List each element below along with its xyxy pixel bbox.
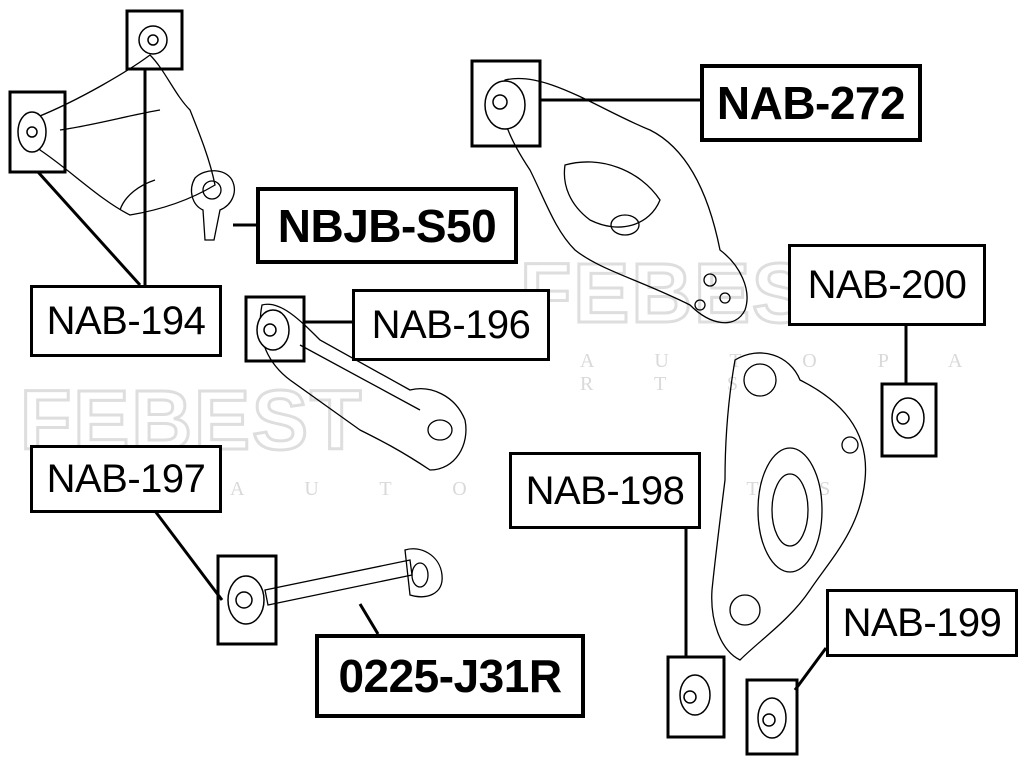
- ball-joint: [190, 170, 235, 241]
- label-nab-198[interactable]: NAB-198: [509, 452, 701, 529]
- label-nab-272[interactable]: NAB-272: [700, 64, 922, 142]
- label-nab-197[interactable]: NAB-197: [30, 445, 222, 513]
- toe-link: [264, 559, 413, 606]
- leader-197: [153, 510, 224, 601]
- bushing-box-0225: [216, 554, 278, 646]
- leader-194-left: [36, 170, 142, 287]
- label-0225-j31r[interactable]: 0225-J31R: [315, 634, 585, 718]
- label-nab-200[interactable]: NAB-200: [788, 244, 986, 326]
- lateral-arm: [259, 303, 467, 471]
- label-nab-196[interactable]: NAB-196: [352, 289, 550, 361]
- bushing-box-199: [745, 678, 799, 756]
- bushing-box-200: [880, 382, 938, 458]
- bushing-box-194-left: [8, 90, 67, 174]
- bushing-box-194-top: [125, 9, 184, 71]
- leader-199: [793, 647, 828, 691]
- label-nbjb-s50[interactable]: NBJB-S50: [256, 187, 518, 264]
- bushing-box-196: [244, 295, 306, 363]
- bushing-box-198: [666, 655, 726, 739]
- leader-0225: [358, 603, 380, 635]
- bushing-box-272: [470, 59, 542, 148]
- watermark-tagline-right: A U T O P A R T S: [580, 350, 990, 395]
- rear-knuckle: [711, 352, 867, 661]
- rear-upper-arm: [501, 77, 748, 324]
- label-nab-199[interactable]: NAB-199: [826, 589, 1018, 657]
- label-nab-194[interactable]: NAB-194: [30, 285, 222, 357]
- upper-control-arm: [34, 54, 216, 216]
